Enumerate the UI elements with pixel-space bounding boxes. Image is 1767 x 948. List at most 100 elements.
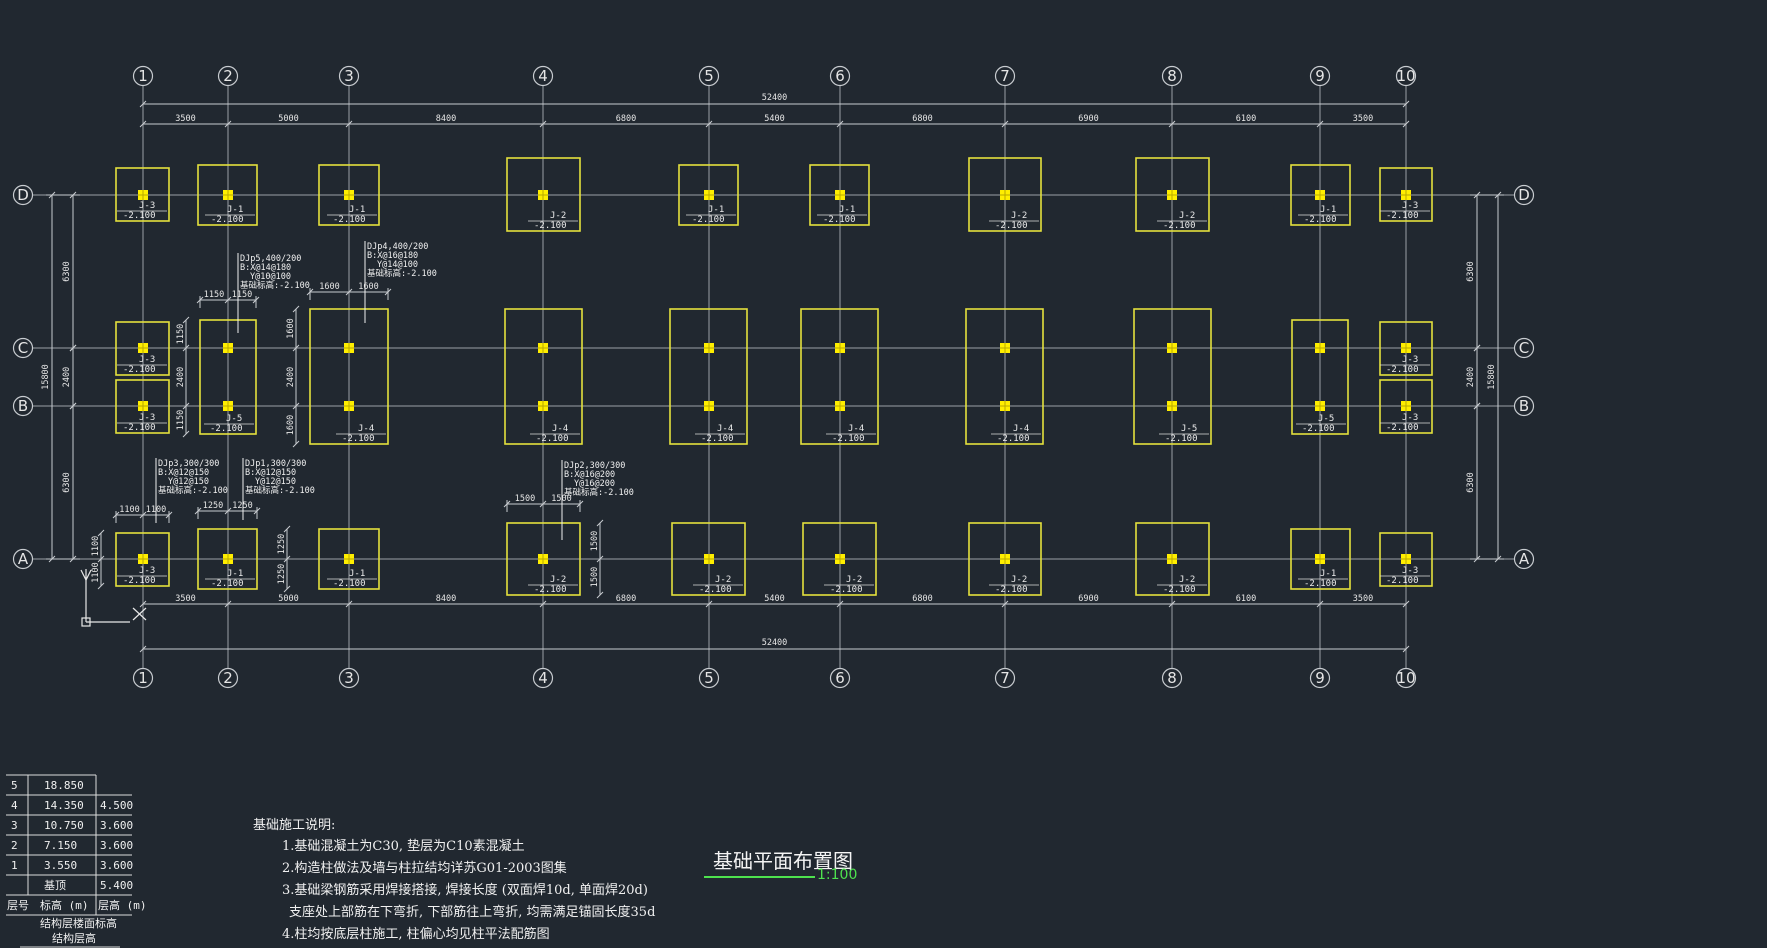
table-header: 层号 xyxy=(7,899,29,912)
footing-label: J-1 xyxy=(708,205,724,215)
dim-tick xyxy=(539,600,547,608)
dim-bay-bottom: 6100 xyxy=(1236,594,1256,604)
ucs-y-arrow xyxy=(80,569,92,582)
table-caption: 结构层楼面标高 xyxy=(40,916,117,930)
axis-label-2: 2 xyxy=(223,669,233,687)
notes-line: 4.柱均按底层柱施工, 柱偏心均见柱平法配筋图 xyxy=(282,926,550,942)
axis-label-6: 6 xyxy=(835,669,845,687)
dim-j5-side: 1150 xyxy=(176,324,186,344)
table-caption: 结构层高 xyxy=(52,931,96,945)
axis-label-B: B xyxy=(18,397,28,415)
dim-tick xyxy=(1001,120,1009,128)
footing-outline[interactable] xyxy=(1290,164,1351,226)
dim-tick xyxy=(292,440,300,448)
axis-label-D: D xyxy=(1518,186,1530,204)
axis-bubble-C xyxy=(12,337,34,359)
dim-bay-bottom: 5000 xyxy=(278,594,298,604)
footing-elevation: -2.100 xyxy=(534,585,567,595)
axis-bubble-10 xyxy=(1395,667,1417,689)
dim-tick xyxy=(182,430,190,438)
dim-bay-bottom: 5400 xyxy=(764,594,784,604)
notes-line: 2.构造柱做法及墙与柱拉结均详苏G01-2003图集 xyxy=(282,860,567,876)
footing-outline[interactable] xyxy=(678,164,739,226)
footing-label: J-1 xyxy=(349,569,365,579)
table-elevation: 10.750 xyxy=(44,819,84,832)
footing-outline[interactable] xyxy=(506,522,581,596)
axis-bubble-8 xyxy=(1161,65,1183,87)
annotation-DJp1: B:X@12@150 xyxy=(245,468,296,478)
axis-label-A: A xyxy=(18,550,29,568)
footing-elevation: -2.100 xyxy=(1165,434,1198,444)
axis-bubble-C xyxy=(1513,337,1535,359)
dim-tick xyxy=(182,316,190,324)
footing-outline[interactable] xyxy=(802,522,877,596)
annotation-DJp2: B:X@16@200 xyxy=(564,470,615,480)
dim-j4-side: 2400 xyxy=(286,367,296,387)
dim-tick xyxy=(539,500,547,508)
dim-tick xyxy=(539,120,547,128)
dim-tick xyxy=(292,305,300,313)
dim-tick xyxy=(596,591,604,599)
footing-label: J-3 xyxy=(139,201,155,211)
dim-tick xyxy=(596,519,604,527)
footing-outline[interactable] xyxy=(1379,532,1433,587)
footing-outline[interactable] xyxy=(197,164,258,226)
dim-right-cb: 2400 xyxy=(1466,367,1476,387)
footing-outline[interactable] xyxy=(115,167,170,222)
footing-elevation: -2.100 xyxy=(1304,579,1337,589)
footing-label: J-4 xyxy=(552,424,568,434)
footing-outline[interactable] xyxy=(309,308,389,445)
axis-label-7: 7 xyxy=(1000,67,1010,85)
footing-label: J-5 xyxy=(226,414,242,424)
footing-elevation: -2.100 xyxy=(1163,221,1196,231)
footing-outline[interactable] xyxy=(968,522,1042,596)
annotation-DJp1: DJp1,300/300 xyxy=(245,459,306,469)
dim-tick xyxy=(1316,120,1324,128)
dim-left-cb: 2400 xyxy=(62,367,72,387)
footing-outline[interactable] xyxy=(115,321,170,376)
footing-outline[interactable] xyxy=(1135,157,1210,232)
footing-outline[interactable] xyxy=(1379,321,1433,376)
dim-bay-top: 5400 xyxy=(764,114,784,124)
footing-outline[interactable] xyxy=(115,532,170,587)
footing-outline[interactable] xyxy=(318,528,380,590)
footing-outline[interactable] xyxy=(1133,308,1212,445)
dim-j4-side: 1600 xyxy=(286,318,296,338)
dim-tick xyxy=(97,555,105,563)
footing-outline[interactable] xyxy=(1291,319,1349,435)
annotation-DJp3: 基础标高:-2.100 xyxy=(158,485,228,496)
footing-outline[interactable] xyxy=(965,308,1044,445)
footing-outline[interactable] xyxy=(199,319,257,435)
table-floor-number: 2 xyxy=(11,839,18,852)
footing-outline[interactable] xyxy=(809,164,870,226)
dim-right-dc: 6300 xyxy=(1466,261,1476,281)
footing-label: J-5 xyxy=(1318,414,1334,424)
footing-outline[interactable] xyxy=(115,379,170,434)
dim-tick xyxy=(224,600,232,608)
dim-right-ba: 6300 xyxy=(1466,472,1476,492)
footing-outline[interactable] xyxy=(800,308,879,445)
notes-line: 3.基础梁钢筋采用焊接搭接, 焊接长度 (双面焊10d, 单面焊20d) xyxy=(282,882,648,898)
dim-left-ba: 6300 xyxy=(62,472,72,492)
footing-outline[interactable] xyxy=(968,157,1042,232)
footing-label: J-1 xyxy=(349,205,365,215)
axis-bubble-7 xyxy=(994,667,1016,689)
footing-outline[interactable] xyxy=(671,522,746,596)
footing-outline[interactable] xyxy=(1290,528,1351,590)
footing-label: J-3 xyxy=(1402,566,1418,576)
dim-tick xyxy=(1168,600,1176,608)
footing-outline[interactable] xyxy=(1379,379,1433,434)
footing-outline[interactable] xyxy=(197,528,258,590)
footing-outline[interactable] xyxy=(506,157,581,232)
footing-outline[interactable] xyxy=(1379,167,1433,222)
dim-bay-bottom: 6800 xyxy=(616,594,636,604)
axis-label-4: 4 xyxy=(538,669,548,687)
footing-outline[interactable] xyxy=(318,164,380,226)
footing-outline[interactable] xyxy=(504,308,583,445)
footing-elevation: -2.100 xyxy=(701,434,734,444)
footing-outline[interactable] xyxy=(669,308,748,445)
footing-elevation: -2.100 xyxy=(211,215,244,225)
footing-outline[interactable] xyxy=(1135,522,1210,596)
